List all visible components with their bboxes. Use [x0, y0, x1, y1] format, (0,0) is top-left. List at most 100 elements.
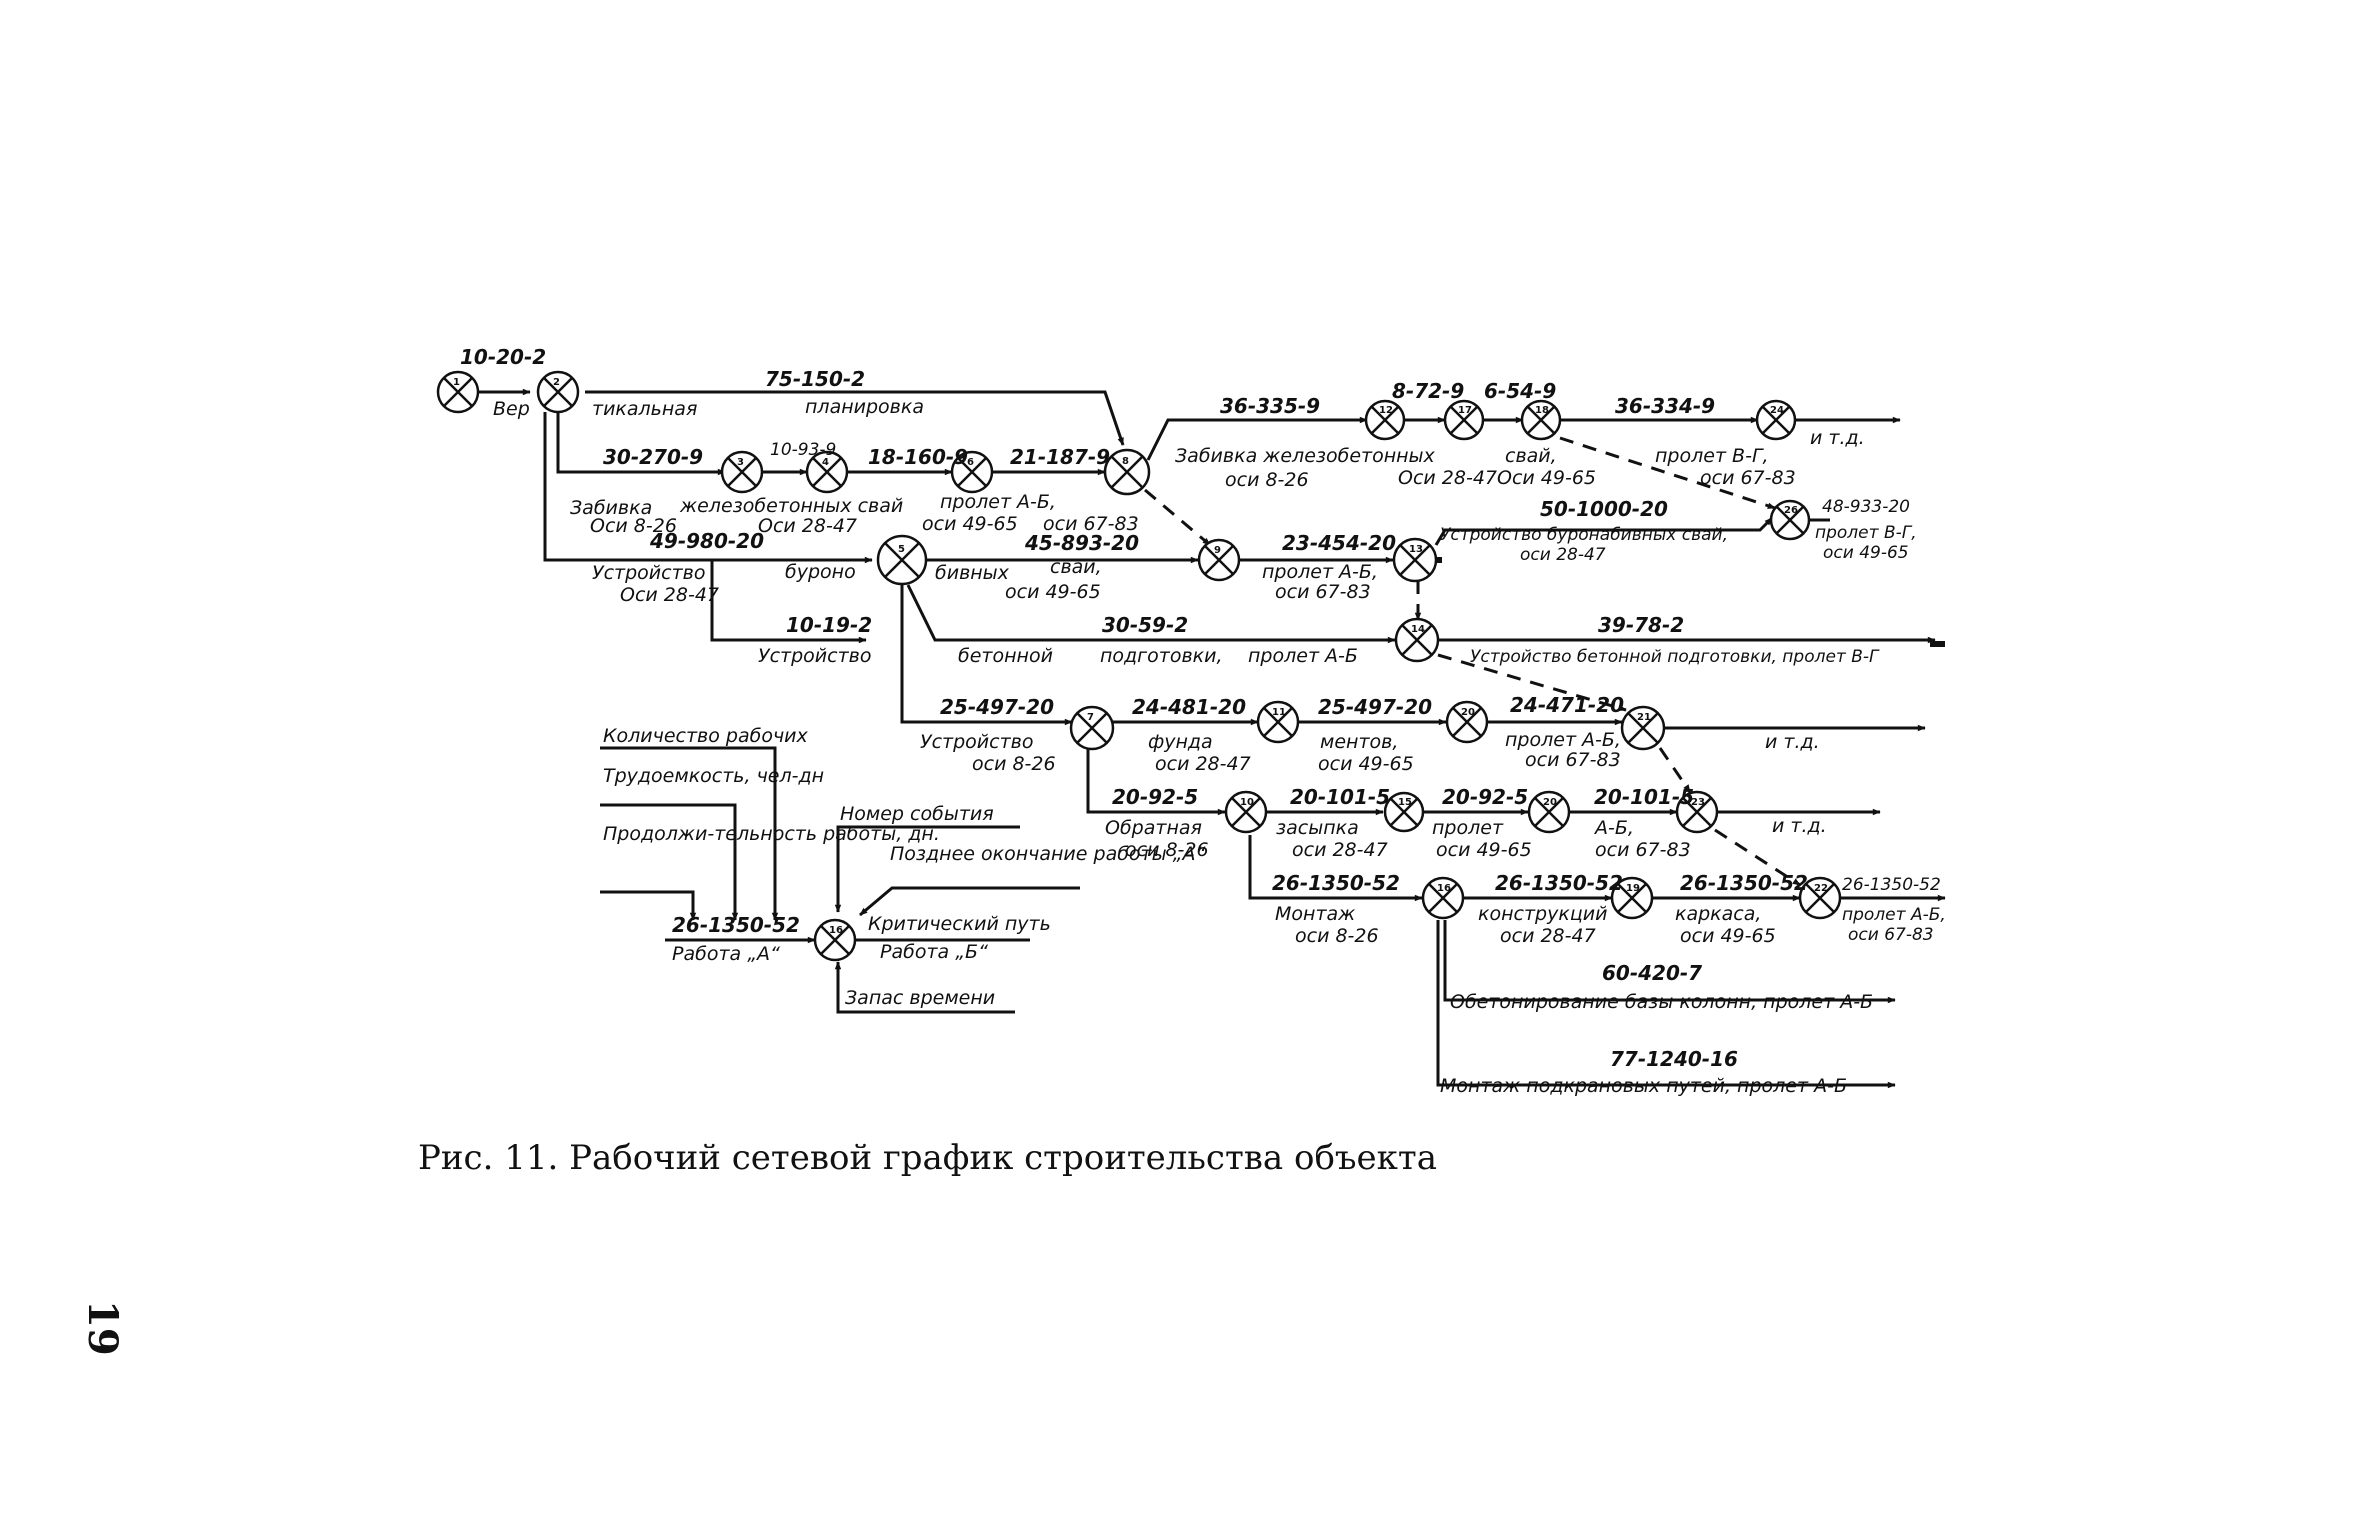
- event-node-5: [876, 534, 928, 586]
- arrow-to-3: [556, 412, 726, 476]
- legend-workers-label: Количество рабочих: [603, 725, 809, 747]
- label-osi-67-83-c: оси 67-83: [1275, 581, 1371, 603]
- label-prolet-vg-2: пролет В-Г,: [1815, 523, 1917, 543]
- label-60-420-7: 60-420-7: [1602, 961, 1702, 985]
- label-vertikalnaya: тикальная: [592, 398, 697, 420]
- label-a-b: А-Б,: [1593, 817, 1634, 839]
- svg-text:5: 5: [898, 544, 905, 555]
- label-20-92-5-b: 20-92-5: [1442, 785, 1528, 809]
- svg-text:18: 18: [1535, 405, 1549, 416]
- event-node-18: [1520, 399, 1562, 441]
- dep-21-23: [1658, 747, 1692, 793]
- legend-duration-label: Продолжи-тельность работы, дн.: [603, 823, 940, 845]
- event-node-9: [1197, 538, 1241, 582]
- svg-text:13: 13: [1409, 544, 1423, 555]
- event-node-4: [805, 450, 849, 494]
- label-betonnoy: бетонной: [958, 645, 1053, 667]
- event-nodes: [436, 370, 1842, 962]
- event-node-7: [1069, 705, 1115, 751]
- label-20-101-5-a: 20-101-5: [1290, 785, 1390, 809]
- event-node-10: [1224, 790, 1268, 834]
- label-osi-28-47-d: оси 28-47: [1520, 545, 1606, 565]
- svg-text:17: 17: [1458, 405, 1472, 416]
- legend-event-number: [834, 825, 1020, 913]
- label-osi-8-26-b: оси 8-26: [1225, 469, 1309, 491]
- svg-text:4: 4: [822, 457, 829, 468]
- arrow-to-5: [543, 412, 873, 564]
- event-node-22: [1798, 876, 1842, 920]
- label-ustroystvo-3: Устройство: [920, 731, 1033, 753]
- label-osi-67-83-f: оси 67-83: [1848, 925, 1934, 945]
- dep-8-9: [1144, 488, 1211, 547]
- legend-work-a: Работа „А“: [672, 943, 780, 965]
- label-prolet-vg: пролет В-Г,: [1655, 445, 1769, 467]
- label-osi-49-65-d: оси 49-65: [1823, 543, 1909, 563]
- label-21-187-9: 21-187-9: [1010, 445, 1110, 469]
- label-podgotovki: подготовки,: [1100, 645, 1223, 667]
- legend-workers: [600, 746, 779, 921]
- label-karkasa: каркаса,: [1675, 903, 1761, 925]
- label-75-150-2: 75-150-2: [765, 367, 865, 391]
- svg-text:12: 12: [1379, 405, 1393, 416]
- label-prolet-ab-5: пролет А-Б,: [1842, 905, 1946, 925]
- figure-caption: Рис. 11. Рабочий сетевой график строител…: [418, 1138, 1438, 1178]
- label-osi-49-65-f: оси 49-65: [1436, 839, 1532, 861]
- arrow-10-16: [1248, 835, 1423, 902]
- label-osi-49-65-a: оси 49-65: [922, 513, 1018, 535]
- event-node-12: [1364, 399, 1406, 441]
- label-montazh-podkran: Монтаж подкрановых путей, пролет А-Б: [1440, 1075, 1847, 1097]
- label-osi-28-47-c: Оси 28-47: [620, 584, 719, 606]
- legend-late-finish-label: Позднее окончание работы „А“: [890, 843, 1206, 865]
- event-node-13: [1392, 537, 1438, 583]
- svg-text:21: 21: [1637, 712, 1651, 723]
- label-planirovka: планировка: [805, 396, 924, 418]
- legend-slack: [834, 961, 1015, 1014]
- label-osi-28-47-e: оси 28-47: [1155, 753, 1251, 775]
- label-48-933-20: 48-933-20: [1822, 497, 1910, 517]
- label-mentov: ментов,: [1320, 731, 1398, 753]
- event-node-6: [950, 450, 994, 494]
- label-ustr-beton: Устройство бетонной подготовки, пролет В…: [1470, 647, 1880, 667]
- arrow-8-12: [1146, 416, 1368, 461]
- svg-text:15: 15: [1398, 797, 1412, 808]
- label-osi-67-83-d: оси 67-83: [1525, 749, 1621, 771]
- label-itd-1: и т.д.: [1810, 427, 1865, 449]
- label-osi-67-83-e: оси 67-83: [1595, 839, 1691, 861]
- label-8-72-9: 8-72-9: [1392, 379, 1464, 403]
- label-osi-8-26-e: оси 8-26: [1295, 925, 1379, 947]
- event-node-17: [1443, 399, 1485, 441]
- label-26-1350-52-d: 26-1350-52: [1842, 875, 1941, 895]
- event-node-26: [1769, 499, 1811, 541]
- label-77-1240-16: 77-1240-16: [1610, 1047, 1738, 1071]
- event-node-20: [1445, 700, 1489, 744]
- label-osi-28-47-a: Оси 28-47: [758, 515, 857, 537]
- label-prolet: пролет: [1432, 817, 1504, 839]
- label-26-1350-52-c: 26-1350-52: [1680, 871, 1808, 895]
- svg-text:26: 26: [1784, 505, 1798, 516]
- legend-critical-label: Критический путь: [868, 913, 1051, 935]
- label-ver: Вер: [493, 398, 530, 420]
- event-node-20b: [1527, 790, 1571, 834]
- svg-text:2: 2: [553, 377, 560, 388]
- svg-text:11: 11: [1272, 707, 1286, 718]
- arrow-planirovka: [585, 390, 1125, 446]
- label-svay: свай,: [1505, 445, 1557, 467]
- event-node-3: [720, 450, 764, 494]
- svg-text:10: 10: [1240, 797, 1254, 808]
- label-prolet-ab-4: пролет А-Б,: [1505, 729, 1621, 751]
- label-ustroystvo-2: Устройство: [758, 645, 871, 667]
- svg-text:3: 3: [737, 457, 744, 468]
- label-20-101-5-b: 20-101-5: [1594, 785, 1694, 809]
- label-10-20-2: 10-20-2: [460, 345, 546, 369]
- label-26-1350-52-a: 26-1350-52: [1272, 871, 1400, 895]
- label-osi-8-26-c: оси 8-26: [972, 753, 1056, 775]
- svg-text:8: 8: [1122, 456, 1129, 467]
- label-ustr-buronab: Устройство буронабивных свай,: [1440, 525, 1728, 545]
- arrow-5-7: [900, 585, 1073, 726]
- legend-late-finish: [859, 886, 1080, 917]
- work-arrows: [476, 388, 1946, 1089]
- event-node-8: [1103, 448, 1151, 496]
- label-45-893-20: 45-893-20: [1024, 531, 1139, 555]
